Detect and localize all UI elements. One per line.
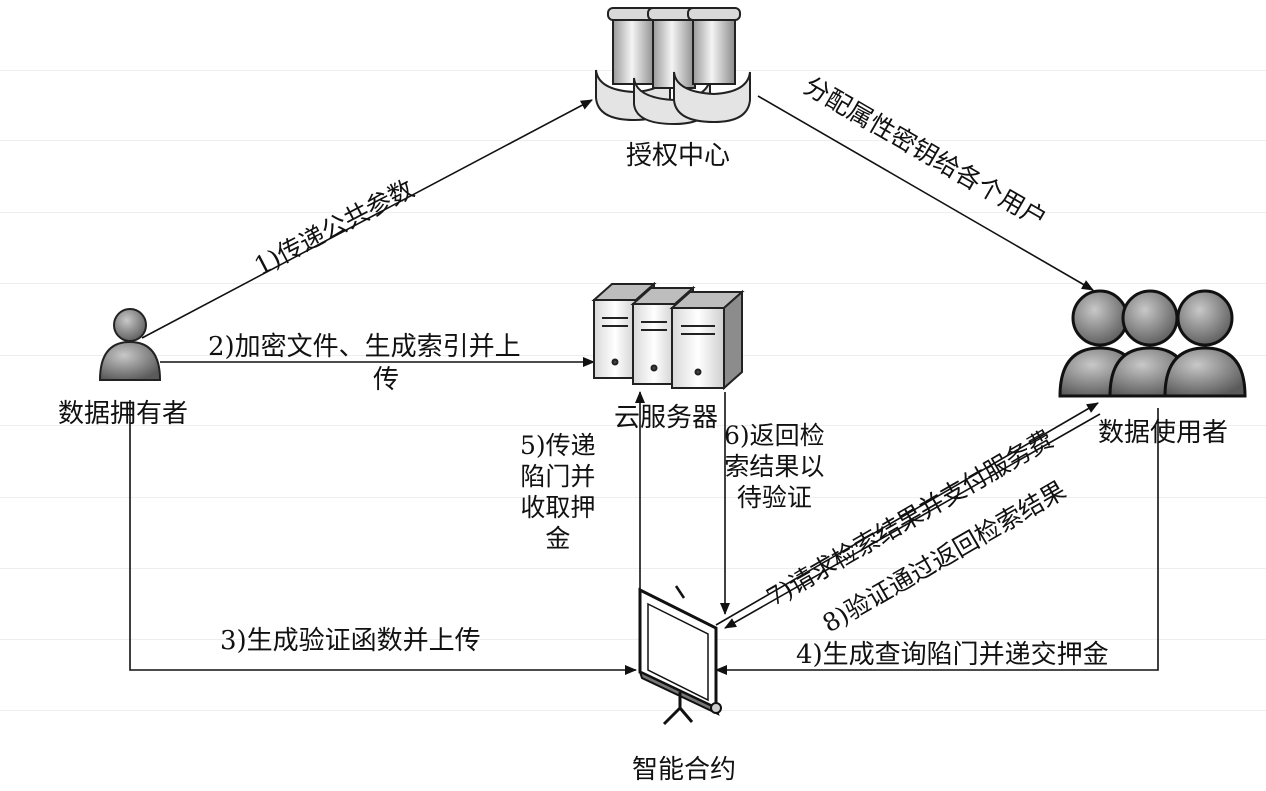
edge-label-6: 6)返回检 索结果以 待验证 xyxy=(724,421,825,512)
smart-contract-icon xyxy=(638,585,722,726)
arrow-owner-to-contract xyxy=(129,400,637,675)
gridline xyxy=(0,212,1266,213)
gridline xyxy=(0,710,1266,711)
data-owner-label: 数据拥有者 xyxy=(58,399,189,429)
edge-label-3: 3)生成验证函数并上传 xyxy=(220,626,481,656)
cloud-server-icon xyxy=(591,281,745,391)
edge-label-5: 5)传递 陷门并 收取押 金 xyxy=(520,431,596,553)
smart-contract-label: 智能合约 xyxy=(632,755,737,785)
gridline xyxy=(0,639,1266,640)
edge-label-2: 2)加密文件、生成索引并上 xyxy=(208,332,521,362)
arrow-users-to-contract xyxy=(715,408,1159,675)
edge-label-4: 4)生成查询陷门并递交押金 xyxy=(796,640,1109,670)
gridline xyxy=(0,140,1266,141)
data-owner-icon xyxy=(98,308,162,381)
gridline xyxy=(0,425,1266,426)
data-users-label: 数据使用者 xyxy=(1098,418,1229,448)
arrow-contract-to-users xyxy=(715,402,1099,626)
data-users-icon xyxy=(1058,289,1247,398)
arrow-authority-to-users xyxy=(757,95,1094,291)
arrow-users-to-contract-diag xyxy=(724,413,1101,629)
arrow-owner-to-authority xyxy=(141,99,593,339)
authority-icon xyxy=(595,7,751,126)
gridline xyxy=(0,568,1266,569)
authority-label: 授权中心 xyxy=(626,141,731,171)
gridline xyxy=(0,497,1266,498)
edge-label-2-cont: 传 xyxy=(373,365,400,395)
cloud-server-label: 云服务器 xyxy=(614,403,719,433)
